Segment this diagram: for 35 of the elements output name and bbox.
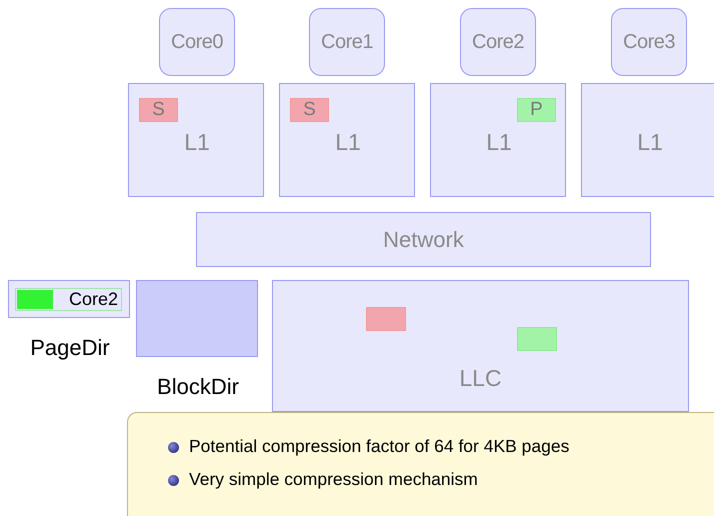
cache-block <box>290 98 329 122</box>
core-box <box>611 8 687 76</box>
state-letter: S <box>151 99 166 121</box>
l1-cache-box <box>430 83 566 197</box>
cache-block <box>517 98 556 122</box>
network-bar <box>196 212 651 267</box>
directory-label: PageDir <box>29 335 111 361</box>
cache-block <box>366 307 406 331</box>
cache-label: LLC <box>458 365 503 392</box>
core-box <box>159 8 235 76</box>
network-label: Network <box>382 227 465 253</box>
cache-block <box>517 327 557 351</box>
bullet-text: Very simple compression mechanism <box>189 469 478 490</box>
l1-cache-box <box>581 83 714 197</box>
llc-box <box>272 280 689 412</box>
core-label: Core1 <box>320 31 374 54</box>
note-box <box>127 412 714 516</box>
cache-block <box>139 98 178 122</box>
bullet-text: Potential compression factor of 64 for 4KB pages <box>189 436 570 457</box>
core-box <box>460 8 536 76</box>
cache-label: L1 <box>485 129 513 156</box>
core-label: Core0 <box>170 31 224 54</box>
entry-label: Core2 <box>68 289 118 310</box>
cache-label: L1 <box>334 129 362 156</box>
cache-label: L1 <box>636 129 664 156</box>
core-box <box>309 8 385 76</box>
state-letter: P <box>529 99 544 121</box>
directory-entry <box>15 288 122 311</box>
directory-label: BlockDir <box>156 374 240 400</box>
state-letter: S <box>302 99 317 121</box>
cache-label: L1 <box>183 129 211 156</box>
core-label: Core3 <box>622 31 676 54</box>
l1-cache-box <box>279 83 415 197</box>
l1-cache-box <box>128 83 264 197</box>
core-label: Core2 <box>471 31 525 54</box>
